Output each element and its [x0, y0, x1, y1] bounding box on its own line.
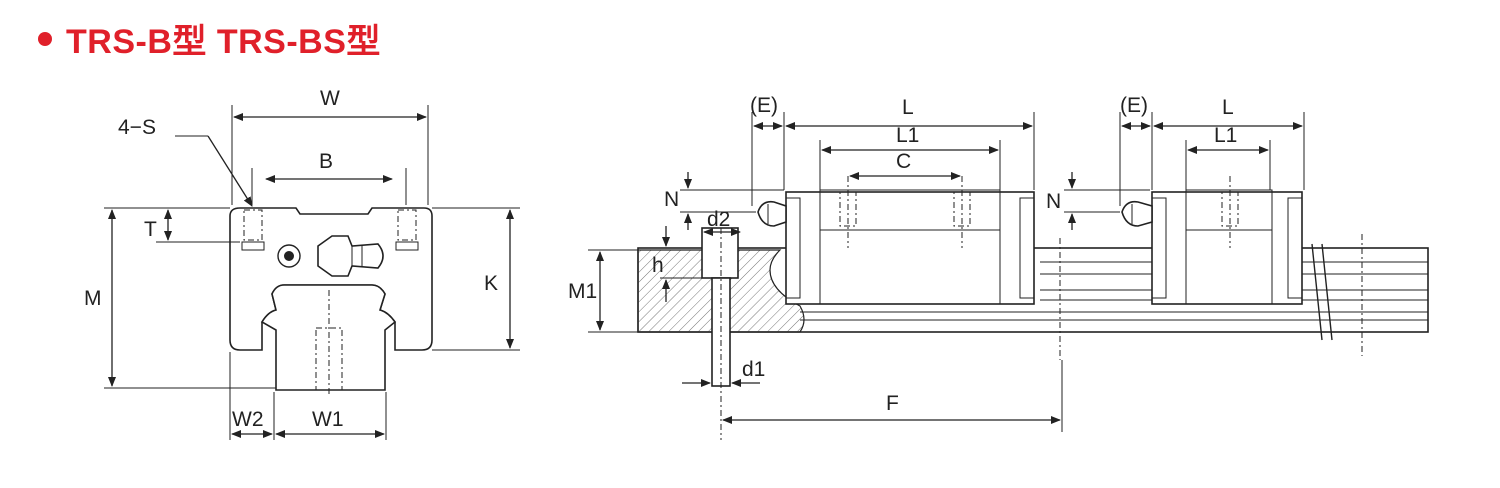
side-carriage-left-end-seal	[1019, 197, 1035, 299]
side-rail-counterbore	[701, 227, 739, 279]
dim-T-label: T	[144, 218, 157, 241]
front-view: W 4−S B T M K W2 W1	[84, 87, 520, 440]
side-carriage-right	[1151, 191, 1303, 305]
dim-E-left-label: (E)	[750, 94, 778, 117]
dim-M-label: M	[84, 287, 102, 310]
dim-W2-label: W2	[232, 408, 264, 431]
red-dot-bullet-icon	[38, 31, 52, 46]
dim-C-label: C	[896, 150, 911, 173]
front-seal-slot-left	[241, 241, 265, 251]
dim-d1-label: d1	[742, 358, 765, 381]
dim-d2-label: d2	[707, 208, 730, 231]
side-carriage-left	[785, 191, 1035, 305]
dim-K-label: K	[484, 272, 498, 295]
dim-4S-leader	[207, 135, 253, 207]
side-carriage-left-end-seal-front	[785, 197, 801, 299]
rail-break-line-2	[1321, 243, 1333, 341]
side-grease-nipple-left	[757, 200, 787, 227]
front-seal-slot-right	[395, 241, 419, 251]
grease-nipple-icon	[277, 244, 301, 268]
front-grease-fitting	[317, 235, 384, 277]
front-tapped-hole-right	[397, 209, 417, 241]
dim-F-label: F	[886, 392, 899, 415]
dim-L-left-label: L	[902, 96, 914, 119]
page-title: TRS-B型 TRS-BS型	[66, 23, 381, 61]
dim-L1-left-label: L1	[896, 124, 919, 147]
dim-B-label: B	[319, 150, 333, 173]
dim-M1-label: M1	[568, 280, 597, 303]
title-row: TRS-B型 TRS-BS型	[38, 14, 381, 63]
side-grease-nipple-right	[1121, 200, 1153, 227]
dim-4S-label: 4−S	[118, 116, 156, 139]
rail-break-line-1	[1311, 243, 1323, 341]
dim-W1-label: W1	[312, 408, 344, 431]
front-tapped-hole-left	[243, 209, 263, 241]
dim-W-label: W	[320, 87, 340, 110]
side-view: (E) L L1 C N d2 h M1 d1 F	[568, 94, 1429, 440]
grease-nipple-core-icon	[284, 251, 294, 261]
dim-h-label: h	[652, 254, 664, 277]
dim-L1-right-label: L1	[1214, 124, 1237, 147]
dim-E-right-label: (E)	[1120, 94, 1148, 117]
dim-N-right-label: N	[1046, 190, 1061, 213]
dim-L-right-label: L	[1222, 96, 1234, 119]
dim-N-left-label: N	[664, 188, 679, 211]
